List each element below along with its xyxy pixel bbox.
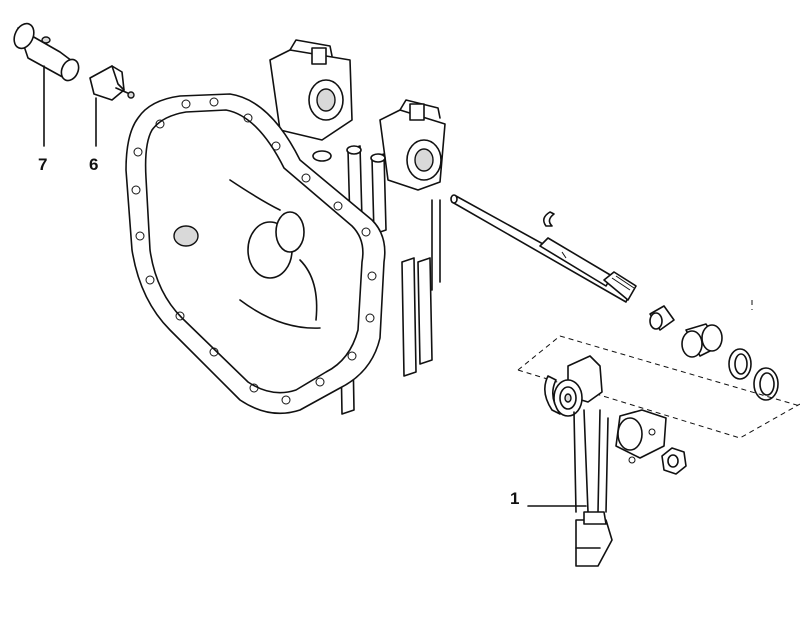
part-7-sleeve[interactable]: [10, 20, 82, 83]
hex-nut[interactable]: [661, 447, 687, 475]
callout-7-label[interactable]: 7: [38, 155, 47, 174]
sensor-connector[interactable]: [575, 511, 613, 567]
sensor-housing[interactable]: [544, 355, 603, 417]
mounting-flange[interactable]: [615, 409, 667, 464]
callout-6-label[interactable]: 6: [89, 155, 98, 174]
sensor-cable[interactable]: [573, 409, 609, 513]
seal-ring-1[interactable]: [728, 348, 752, 380]
seal-ring-2[interactable]: [753, 367, 779, 401]
bearing-ring[interactable]: [681, 323, 723, 358]
assembly-reference-box: [517, 335, 800, 439]
bush[interactable]: [649, 305, 675, 331]
callout-1-label[interactable]: 1: [510, 489, 519, 508]
circlip[interactable]: [542, 211, 555, 227]
input-shaft[interactable]: [450, 194, 637, 303]
part-6-clip[interactable]: [89, 65, 135, 101]
transmission-housing[interactable]: [125, 39, 446, 415]
